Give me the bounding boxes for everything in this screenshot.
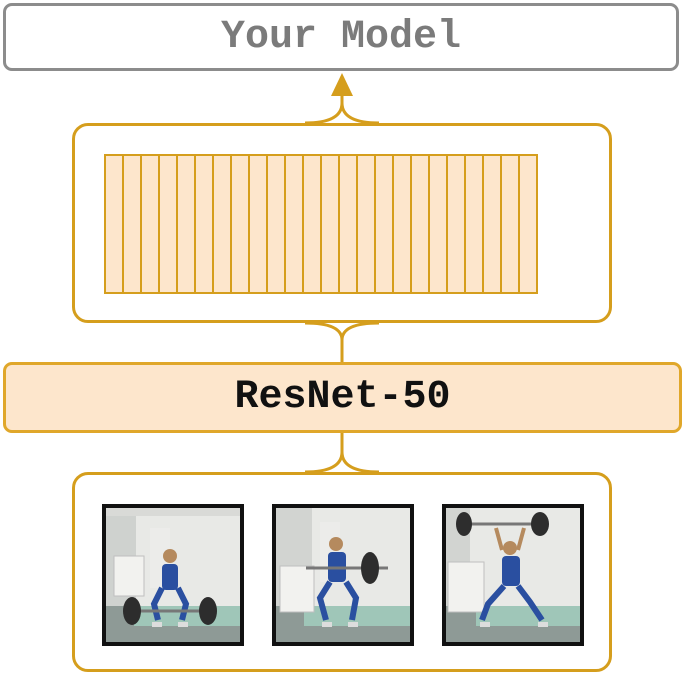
feature-strip [104, 154, 538, 294]
arrowhead-icon [331, 73, 353, 96]
feature-cell [104, 154, 124, 294]
feature-cell [464, 154, 484, 294]
frame-overhead [442, 504, 584, 646]
feature-cell [410, 154, 430, 294]
model-box: Your Model [3, 3, 679, 71]
feature-box [72, 123, 612, 323]
feature-cell [500, 154, 520, 294]
feature-cell [122, 154, 142, 294]
feature-cell [392, 154, 412, 294]
feature-cell [266, 154, 286, 294]
frame-start [102, 504, 244, 646]
feature-cell [446, 154, 466, 294]
frames-box [72, 472, 612, 672]
feature-cell [320, 154, 340, 294]
feature-cell [230, 154, 250, 294]
feature-cell [158, 154, 178, 294]
backbone-box: ResNet-50 [3, 362, 682, 433]
feature-cell [518, 154, 538, 294]
feature-cell [482, 154, 502, 294]
feature-cell [302, 154, 322, 294]
feature-cell [140, 154, 160, 294]
feature-cell [194, 154, 214, 294]
feature-cell [374, 154, 394, 294]
features-to-model-connector [304, 95, 380, 125]
feature-cell [284, 154, 304, 294]
backbone-to-features-connector [304, 321, 380, 362]
frame-pull [272, 504, 414, 646]
feature-cell [356, 154, 376, 294]
backbone-label: ResNet-50 [234, 375, 451, 420]
frames-to-backbone-connector [304, 433, 380, 474]
feature-cell [176, 154, 196, 294]
feature-cell [428, 154, 448, 294]
model-label: Your Model [220, 14, 462, 60]
feature-cell [338, 154, 358, 294]
feature-cell [212, 154, 232, 294]
feature-cell [248, 154, 268, 294]
